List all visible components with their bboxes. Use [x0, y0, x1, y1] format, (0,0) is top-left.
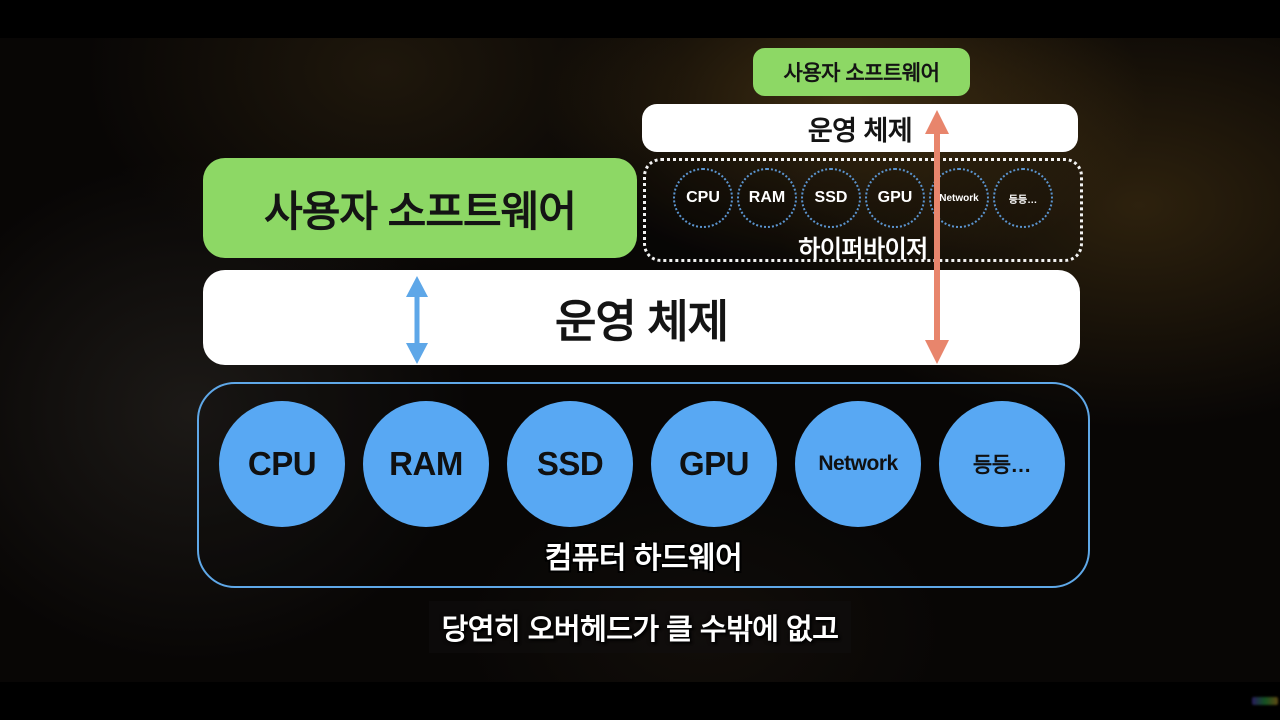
hypervisor-component-row: CPU RAM SSD GPU Network 등등… [646, 168, 1080, 228]
hardware-box: CPU RAM SSD GPU Network 등등… 컴퓨터 하드웨어 [197, 382, 1090, 588]
hardware-component-gpu: GPU [651, 401, 777, 527]
hypervisor-component-ram: RAM [737, 168, 797, 228]
hypervisor-box: CPU RAM SSD GPU Network 등등… 하이퍼바이저 [643, 158, 1083, 263]
hardware-component-ram: RAM [363, 401, 489, 527]
vm-user-software-box: 사용자 소프트웨어 [753, 48, 970, 96]
host-os-box: 운영 체제 [203, 270, 1080, 365]
subtitle-row: 당연히 오버헤드가 클 수밖에 없고 [0, 601, 1280, 653]
hardware-component-row: CPU RAM SSD GPU Network 등등… [199, 384, 1088, 527]
hypervisor-label: 하이퍼바이저 [798, 236, 928, 263]
host-user-software-box: 사용자 소프트웨어 [203, 158, 637, 258]
hardware-component-ssd: SSD [507, 401, 633, 527]
hypervisor-component-cpu: CPU [673, 168, 733, 228]
hypervisor-component-etc: 등등… [993, 168, 1053, 228]
hardware-component-etc: 등등… [939, 401, 1065, 527]
letterbox-bottom [0, 682, 1280, 720]
hardware-component-network: Network [795, 401, 921, 527]
subtitle-text: 당연히 오버헤드가 클 수밖에 없고 [428, 601, 852, 653]
hypervisor-component-network: Network [929, 168, 989, 228]
vm-os-box: 운영 체제 [642, 104, 1078, 152]
hardware-component-cpu: CPU [219, 401, 345, 527]
hardware-label: 컴퓨터 하드웨어 [544, 542, 743, 575]
hypervisor-component-gpu: GPU [865, 168, 925, 228]
hypervisor-component-ssd: SSD [801, 168, 861, 228]
letterbox-top [0, 0, 1280, 38]
channel-watermark [1252, 697, 1278, 705]
